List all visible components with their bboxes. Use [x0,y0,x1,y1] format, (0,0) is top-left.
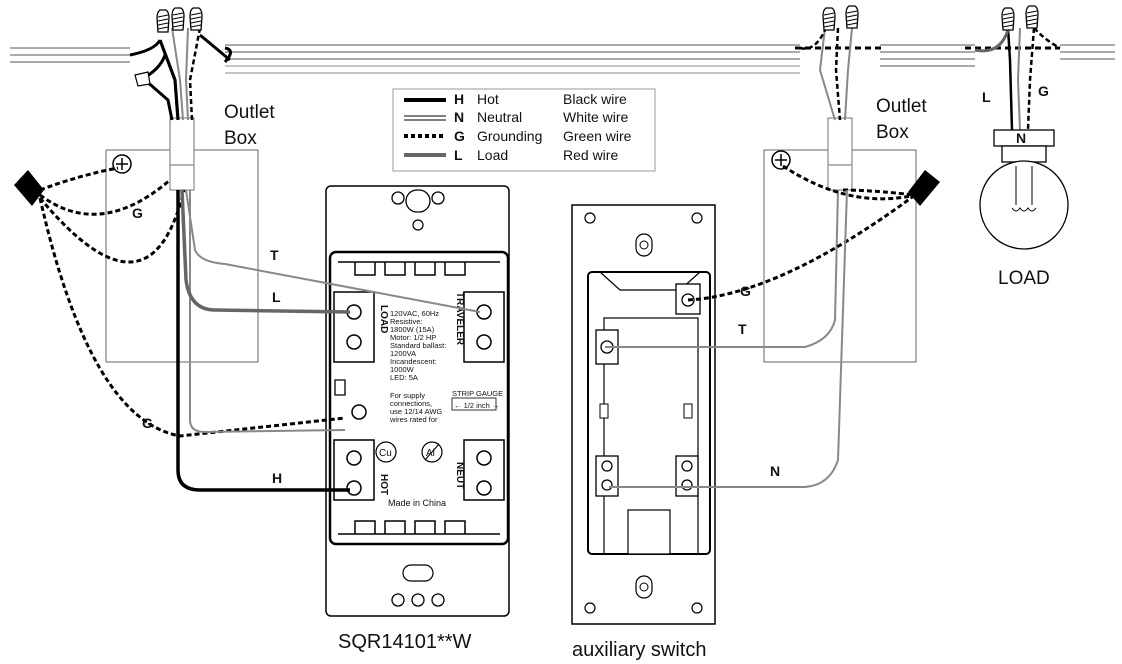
supply-line: For supply [390,391,425,400]
left-box-label-line1: Outlet [224,102,275,123]
label-right-ground: G [740,283,751,299]
left-hot-wire [176,190,350,492]
right-box-label-line2: Box [876,122,909,143]
label-load-ground: G [1038,83,1049,99]
right-wire-nut-1 [822,7,836,31]
legend-color-load: Red wire [563,147,618,163]
legend-color-ground: Green wire [563,128,632,144]
load-feed-wires [974,27,1061,131]
lamp-icon [979,129,1069,250]
legend-letter-load: L [454,147,463,163]
legend-name-neutral: Neutral [477,109,522,125]
aux-switch-caption: auxiliary switch [572,639,706,661]
load-wire-nut-1 [1001,7,1015,31]
label-load-neutral: N [1016,130,1026,146]
legend-color-neutral: White wire [563,109,629,125]
label-left-traveler: T [270,247,279,263]
left-cable-clamp [169,117,195,191]
legend: H Hot Black wire N Neutral White wire G … [392,88,656,172]
left-box-label-line2: Box [224,128,257,149]
label-right-neutral: N [770,463,780,479]
spec-line: Incandescent: [390,357,437,366]
left-load-wire [180,189,351,314]
cu-icon [375,441,397,463]
spec-line: 1200VA [390,349,416,358]
right-ground-wires [687,164,916,302]
cu-label: Cu [379,448,392,459]
legend-letter-neutral: N [454,109,464,125]
left-cable-cap [134,71,151,87]
left-traveler-wire [185,189,481,313]
legend-name-hot: Hot [477,91,499,107]
left-ground-screw-icon [112,154,132,174]
spec-line: Resistive: [390,317,423,326]
label-left-ground-bottom: G [142,415,153,431]
main-switch [325,185,510,617]
al-label: Al [426,448,435,459]
right-wire-nut-2 [845,5,859,29]
switch-side-neut: NEUT [454,462,465,489]
left-ground-wire-nut [14,170,44,206]
right-neutral-wire [609,189,848,488]
made-in-label: Made in China [388,498,446,508]
left-ground-wires [38,166,346,438]
spec-line: 1800W (15A) [390,325,435,334]
legend-letter-hot: H [454,91,464,107]
right-box-feed-wires [799,27,853,121]
top-cable-right [795,44,1115,67]
right-traveler-wire [605,189,839,348]
legend-name-ground: Grounding [477,128,542,144]
top-cable-left [10,47,130,63]
spec-line: LED: 5A [390,373,418,382]
supply-line: wires rated for [389,415,438,424]
legend-letter-ground: G [454,128,465,144]
left-wire-nut-3 [189,7,203,31]
right-cable-clamp [827,117,853,191]
spec-line: 120VAC, 60Hz [390,309,439,318]
supply-line: use 12/14 AWG [390,407,442,416]
label-right-traveler: T [738,321,747,337]
aux-switch [571,204,716,625]
label-left-ground-top: G [132,205,143,221]
main-switch-caption: SQR14101**W [338,631,472,653]
switch-side-hot: HOT [378,474,389,495]
strip-gauge-length: ← 1/2 inch → [454,401,499,410]
legend-name-load: Load [477,147,508,163]
label-load-load: L [982,89,991,105]
spec-line: Motor: 1/2 HP [390,333,436,342]
supply-line: connections, [390,399,432,408]
left-wire-nut-1 [156,9,170,33]
label-left-hot: H [272,470,282,486]
switch-side-traveler: TRAVELER [454,292,465,346]
load-caption: LOAD [998,268,1050,289]
label-left-load: L [272,289,281,305]
strip-gauge-label: STRIP GAUGE [452,389,503,398]
spec-line: 1000W [390,365,415,374]
spec-line: Standard ballast: [390,341,446,350]
legend-color-hot: Black wire [563,91,627,107]
switch-spec-text: 120VAC, 60Hz Resistive: 1800W (15A) Moto… [379,309,503,508]
left-wire-nut-2 [171,7,185,31]
left-neutral-wire [189,190,346,434]
switch-side-load: LOAD [378,305,389,333]
right-box-label-line1: Outlet [876,96,927,117]
right-ground-screw-icon [771,150,791,170]
top-cable-middle [223,44,800,74]
right-ground-wire-nut [908,170,940,206]
load-wire-nut-2 [1025,5,1039,29]
